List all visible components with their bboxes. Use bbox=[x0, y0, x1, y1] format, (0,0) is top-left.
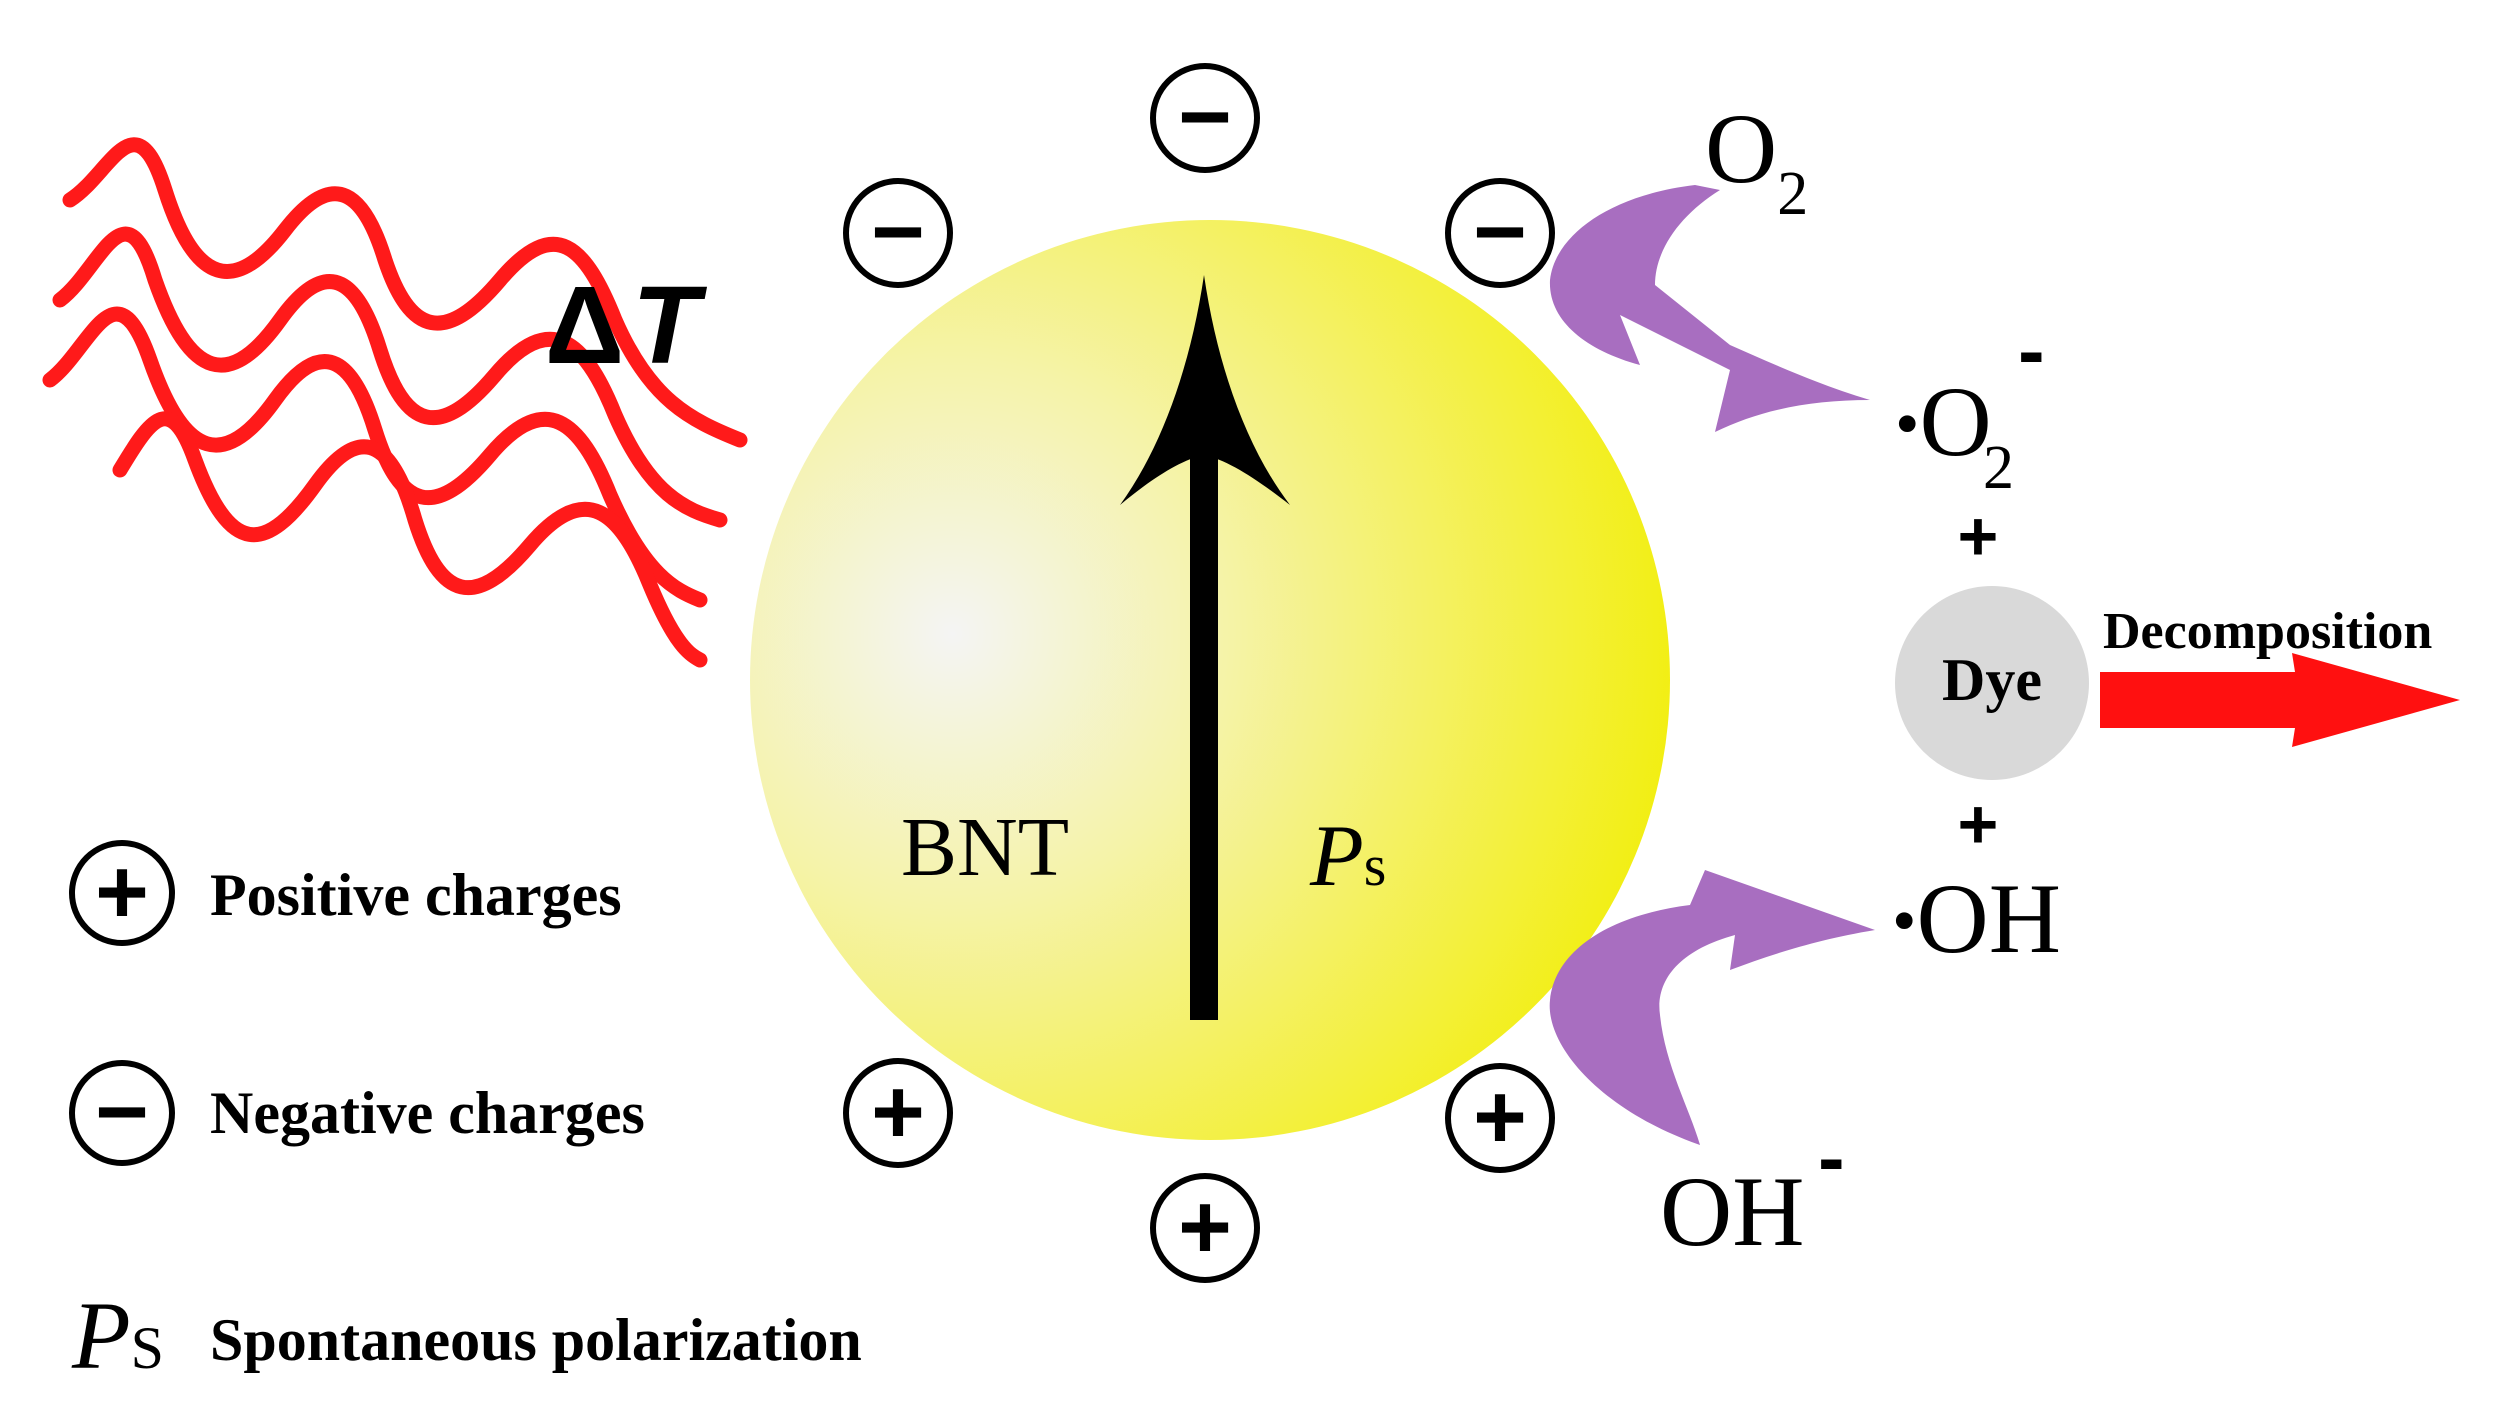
plus-sign-bottom: + bbox=[1958, 785, 1999, 863]
hydroxyl-radical-label: •OH bbox=[1892, 863, 2061, 974]
heat-wave-1 bbox=[62, 137, 748, 448]
charge-top-right-sign: − bbox=[1473, 181, 1527, 283]
bnt-label: BNT bbox=[901, 801, 1069, 894]
heat-waves-icon bbox=[42, 137, 748, 668]
charge-top-sign: − bbox=[1178, 66, 1232, 168]
heat-wave-4 bbox=[112, 411, 708, 668]
superoxide-radical-label: •O bbox=[1895, 366, 1992, 477]
charge-top-right: − bbox=[1445, 178, 1555, 288]
legend-negative-label: Negative charges bbox=[210, 1080, 645, 1146]
charge-bottom: + bbox=[1150, 1173, 1260, 1283]
heat-wave-2 bbox=[52, 226, 728, 528]
charge-bottom-right-sign: + bbox=[1473, 1066, 1527, 1168]
delta-t-label: ΔT bbox=[545, 264, 707, 387]
legend-positive-symbol bbox=[69, 840, 175, 946]
charge-top-left-sign: − bbox=[871, 181, 925, 283]
ps-subscript: s bbox=[1364, 833, 1387, 898]
legend-negative-sign: − bbox=[95, 1061, 149, 1163]
legend-positive-sign: + bbox=[95, 841, 149, 943]
superoxide-subscript: 2 bbox=[1983, 434, 2014, 502]
legend-negative: − Negative charges bbox=[69, 1060, 645, 1166]
hydroxide-superscript: - bbox=[1818, 1113, 1845, 1202]
legend-positive: + Positive charges bbox=[69, 840, 622, 946]
o2-label: O2 bbox=[1705, 93, 1808, 228]
hydroxide-label: OH bbox=[1660, 1156, 1804, 1267]
heat-wave-3 bbox=[42, 306, 708, 608]
oxidation-arrow-icon bbox=[1549, 870, 1875, 1145]
charge-top-left: − bbox=[843, 178, 953, 288]
polarization-arrow-icon bbox=[1120, 275, 1290, 1020]
charge-bottom-left: + bbox=[843, 1058, 953, 1168]
charge-bottom-right: + bbox=[1445, 1063, 1555, 1173]
dye-label: Dye bbox=[1942, 647, 2042, 713]
legend-positive-label: Positive charges bbox=[210, 862, 622, 928]
ps-label: Ps bbox=[1309, 808, 1386, 905]
legend: + Positive charges − Negative charges PS… bbox=[69, 840, 862, 1389]
decomposition-arrow-icon bbox=[2100, 653, 2460, 747]
legend-polarization-label: Spontaneous polarization bbox=[210, 1307, 862, 1373]
dye-molecule bbox=[1895, 586, 2089, 780]
ps-symbol: P bbox=[1309, 808, 1364, 905]
charge-top: − bbox=[1150, 63, 1260, 173]
charge-bottom-sign: + bbox=[1178, 1176, 1232, 1278]
legend-negative-symbol bbox=[69, 1060, 175, 1166]
legend-polarization: PS Spontaneous polarization bbox=[71, 1282, 862, 1389]
legend-ps-symbol: PS bbox=[71, 1282, 164, 1389]
reduction-arrow-icon bbox=[1549, 185, 1870, 432]
decomposition-label: Decomposition bbox=[2103, 603, 2432, 660]
superoxide-superscript: - bbox=[2018, 306, 2045, 395]
plus-sign-top: + bbox=[1958, 497, 1999, 575]
charge-bottom-left-sign: + bbox=[871, 1061, 925, 1163]
delta-symbol: Δ bbox=[545, 264, 624, 387]
temperature-symbol: T bbox=[632, 264, 707, 387]
